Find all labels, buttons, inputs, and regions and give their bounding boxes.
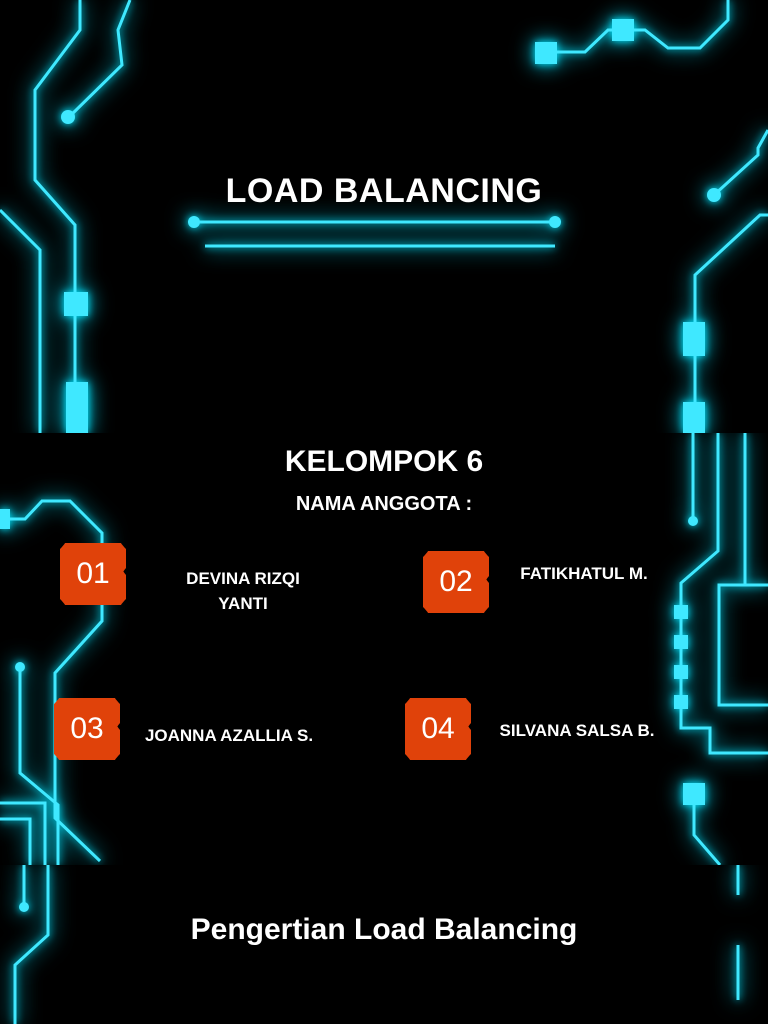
slide-title: LOAD BALANCING xyxy=(0,0,768,433)
circuit-decoration xyxy=(13,865,740,1024)
member-number-badge: 03 xyxy=(54,698,120,760)
member-number-badge: 02 xyxy=(423,551,489,613)
circuit-decoration xyxy=(0,0,768,433)
member-name: DEVINA RIZQI YANTI xyxy=(186,569,300,613)
member-number-badge: 01 xyxy=(60,543,126,605)
circuit-decoration xyxy=(0,433,768,865)
member-name: FATIKHATUL M. xyxy=(520,564,648,583)
member-name: SILVANA SALSA B. xyxy=(499,721,655,740)
group-title: KELOMPOK 6 xyxy=(284,445,484,478)
slide-definition: Pengertian Load Balancing xyxy=(0,865,768,1024)
section-title: Pengertian Load Balancing xyxy=(190,913,578,946)
member-name: JOANNA AZALLIA S. xyxy=(144,726,314,745)
slide-members: KELOMPOK 6 NAMA ANGGOTA : 01 DEVINA RIZQ… xyxy=(0,433,768,865)
page-title: LOAD BALANCING xyxy=(225,172,543,210)
member-number-badge: 04 xyxy=(405,698,471,760)
members-heading: NAMA ANGGOTA : xyxy=(295,493,473,515)
